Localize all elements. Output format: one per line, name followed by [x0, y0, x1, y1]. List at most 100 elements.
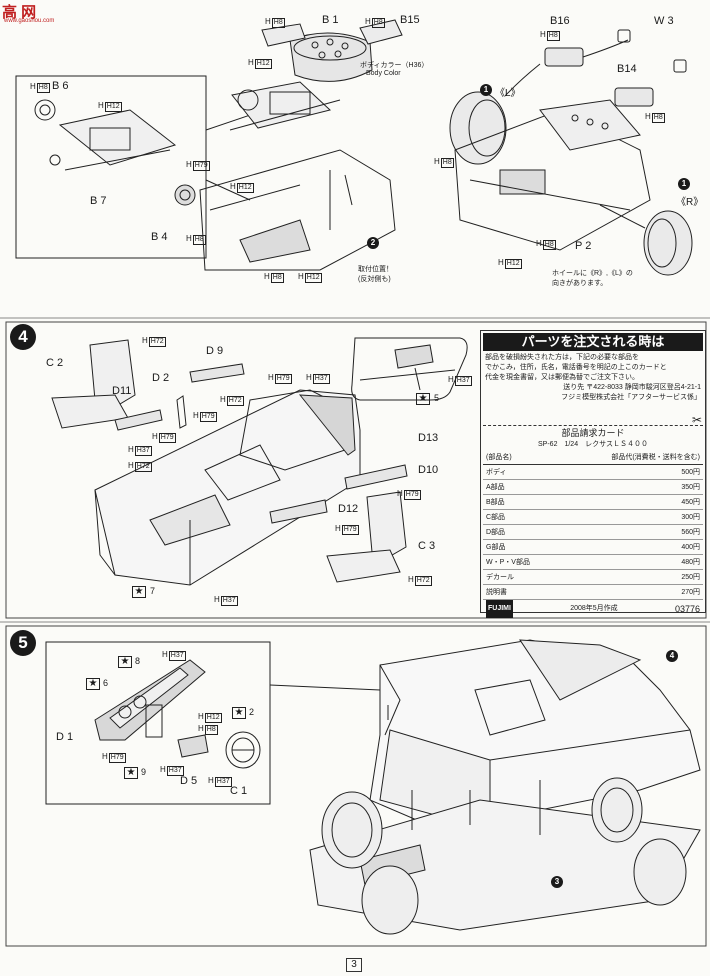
part-label-d11: D11 [112, 385, 132, 397]
step-number-5: 5 [10, 630, 36, 656]
part-label-d1: D 1 [56, 731, 74, 743]
part-label-b16: B16 [550, 15, 570, 27]
order-card-footer: FUJIMI 2008年5月作成 03776 [483, 600, 703, 618]
star-ref-2: 2 [249, 707, 255, 717]
callout-2: 2 [367, 237, 379, 249]
order-instruction-3: 代金を現金書留，又は郵便為替でご注文下さい。 [485, 374, 639, 381]
step-number-4: 4 [10, 324, 36, 350]
scissors-icon: ✂ [691, 413, 702, 427]
part-label-w3: W 3 [654, 15, 674, 27]
star-decal-icon: ★ [416, 393, 430, 405]
caution-opposite: (反対側も) [358, 276, 391, 283]
parts-order-card: パーツを注文される時は 部品を破損紛失された方は，下記の必要な部品を でかこみ，… [480, 330, 706, 618]
part-label-b4: B 4 [151, 231, 168, 243]
part-label-b6: B 6 [52, 80, 69, 92]
star-decal-icon: ★ [232, 707, 246, 719]
part-label-b7: B 7 [90, 195, 107, 207]
callout-1-left: 1 [480, 84, 492, 96]
watermark-logo: 高 网 [2, 4, 37, 21]
caution-position: 取付位置！ [358, 266, 393, 273]
body-color-note: ボディカラー（H36） [360, 62, 429, 69]
callout-1-right: 1 [678, 178, 690, 190]
body-color-note-en: Body Color [366, 70, 401, 77]
part-label-d13: D13 [418, 432, 439, 444]
order-card-title: パーツを注文される時は [483, 333, 703, 351]
right-wheel-tag: 《R》 [676, 197, 704, 208]
star-ref-5: 5 [434, 393, 440, 403]
part-label-d9: D 9 [206, 345, 224, 357]
part-label-d10: D10 [418, 464, 439, 476]
wheel-direction-note-2: 向きがあります。 [552, 280, 608, 287]
star-ref-8: 8 [135, 656, 141, 666]
watermark-url: www.gaoshou.com [4, 18, 55, 24]
left-wheel-tag: 《L》 [495, 88, 521, 99]
order-company: フジミ模型株式会社「アフターサービス係」 [561, 394, 701, 401]
star-decal-icon: ★ [118, 656, 132, 668]
maker-logo: FUJIMI [486, 600, 513, 618]
part-label-b1: B 1 [322, 14, 339, 26]
step3-inset-frame [15, 75, 207, 259]
order-table-header: (部品名)部品代(消費税・送料を含む) [483, 450, 703, 465]
request-card-title: 部品請求カード [561, 428, 625, 438]
part-label-c2: C 2 [46, 357, 64, 369]
star-ref-9: 9 [141, 767, 147, 777]
order-instruction-2: でかこみ，住所，氏名，電話番号を明記の上このカードと [485, 364, 667, 371]
part-label-p2: P 2 [575, 240, 592, 252]
part-label-b15: B15 [400, 14, 420, 26]
print-date: 2008年5月作成 [570, 605, 618, 612]
star-decal-icon: ★ [132, 586, 146, 598]
star-ref-7: 7 [150, 586, 156, 596]
star-decal-icon: ★ [124, 767, 138, 779]
part-label-d5: D 5 [180, 775, 198, 787]
order-address: 送り先 〒422-8033 静岡市駿河区登呂4-21-1 [563, 384, 701, 391]
order-instruction-1: 部品を破損紛失された方は，下記の必要な部品を [485, 354, 639, 361]
part-label-b14: B14 [617, 63, 637, 75]
callout-4: 4 [666, 650, 678, 662]
star-decal-icon: ★ [86, 678, 100, 690]
part-label-c3: C 3 [418, 540, 436, 552]
wheel-direction-note-1: ホイールに《R》,《L》の [552, 270, 633, 277]
callout-3: 3 [551, 876, 563, 888]
page-number: 3 [346, 958, 362, 972]
